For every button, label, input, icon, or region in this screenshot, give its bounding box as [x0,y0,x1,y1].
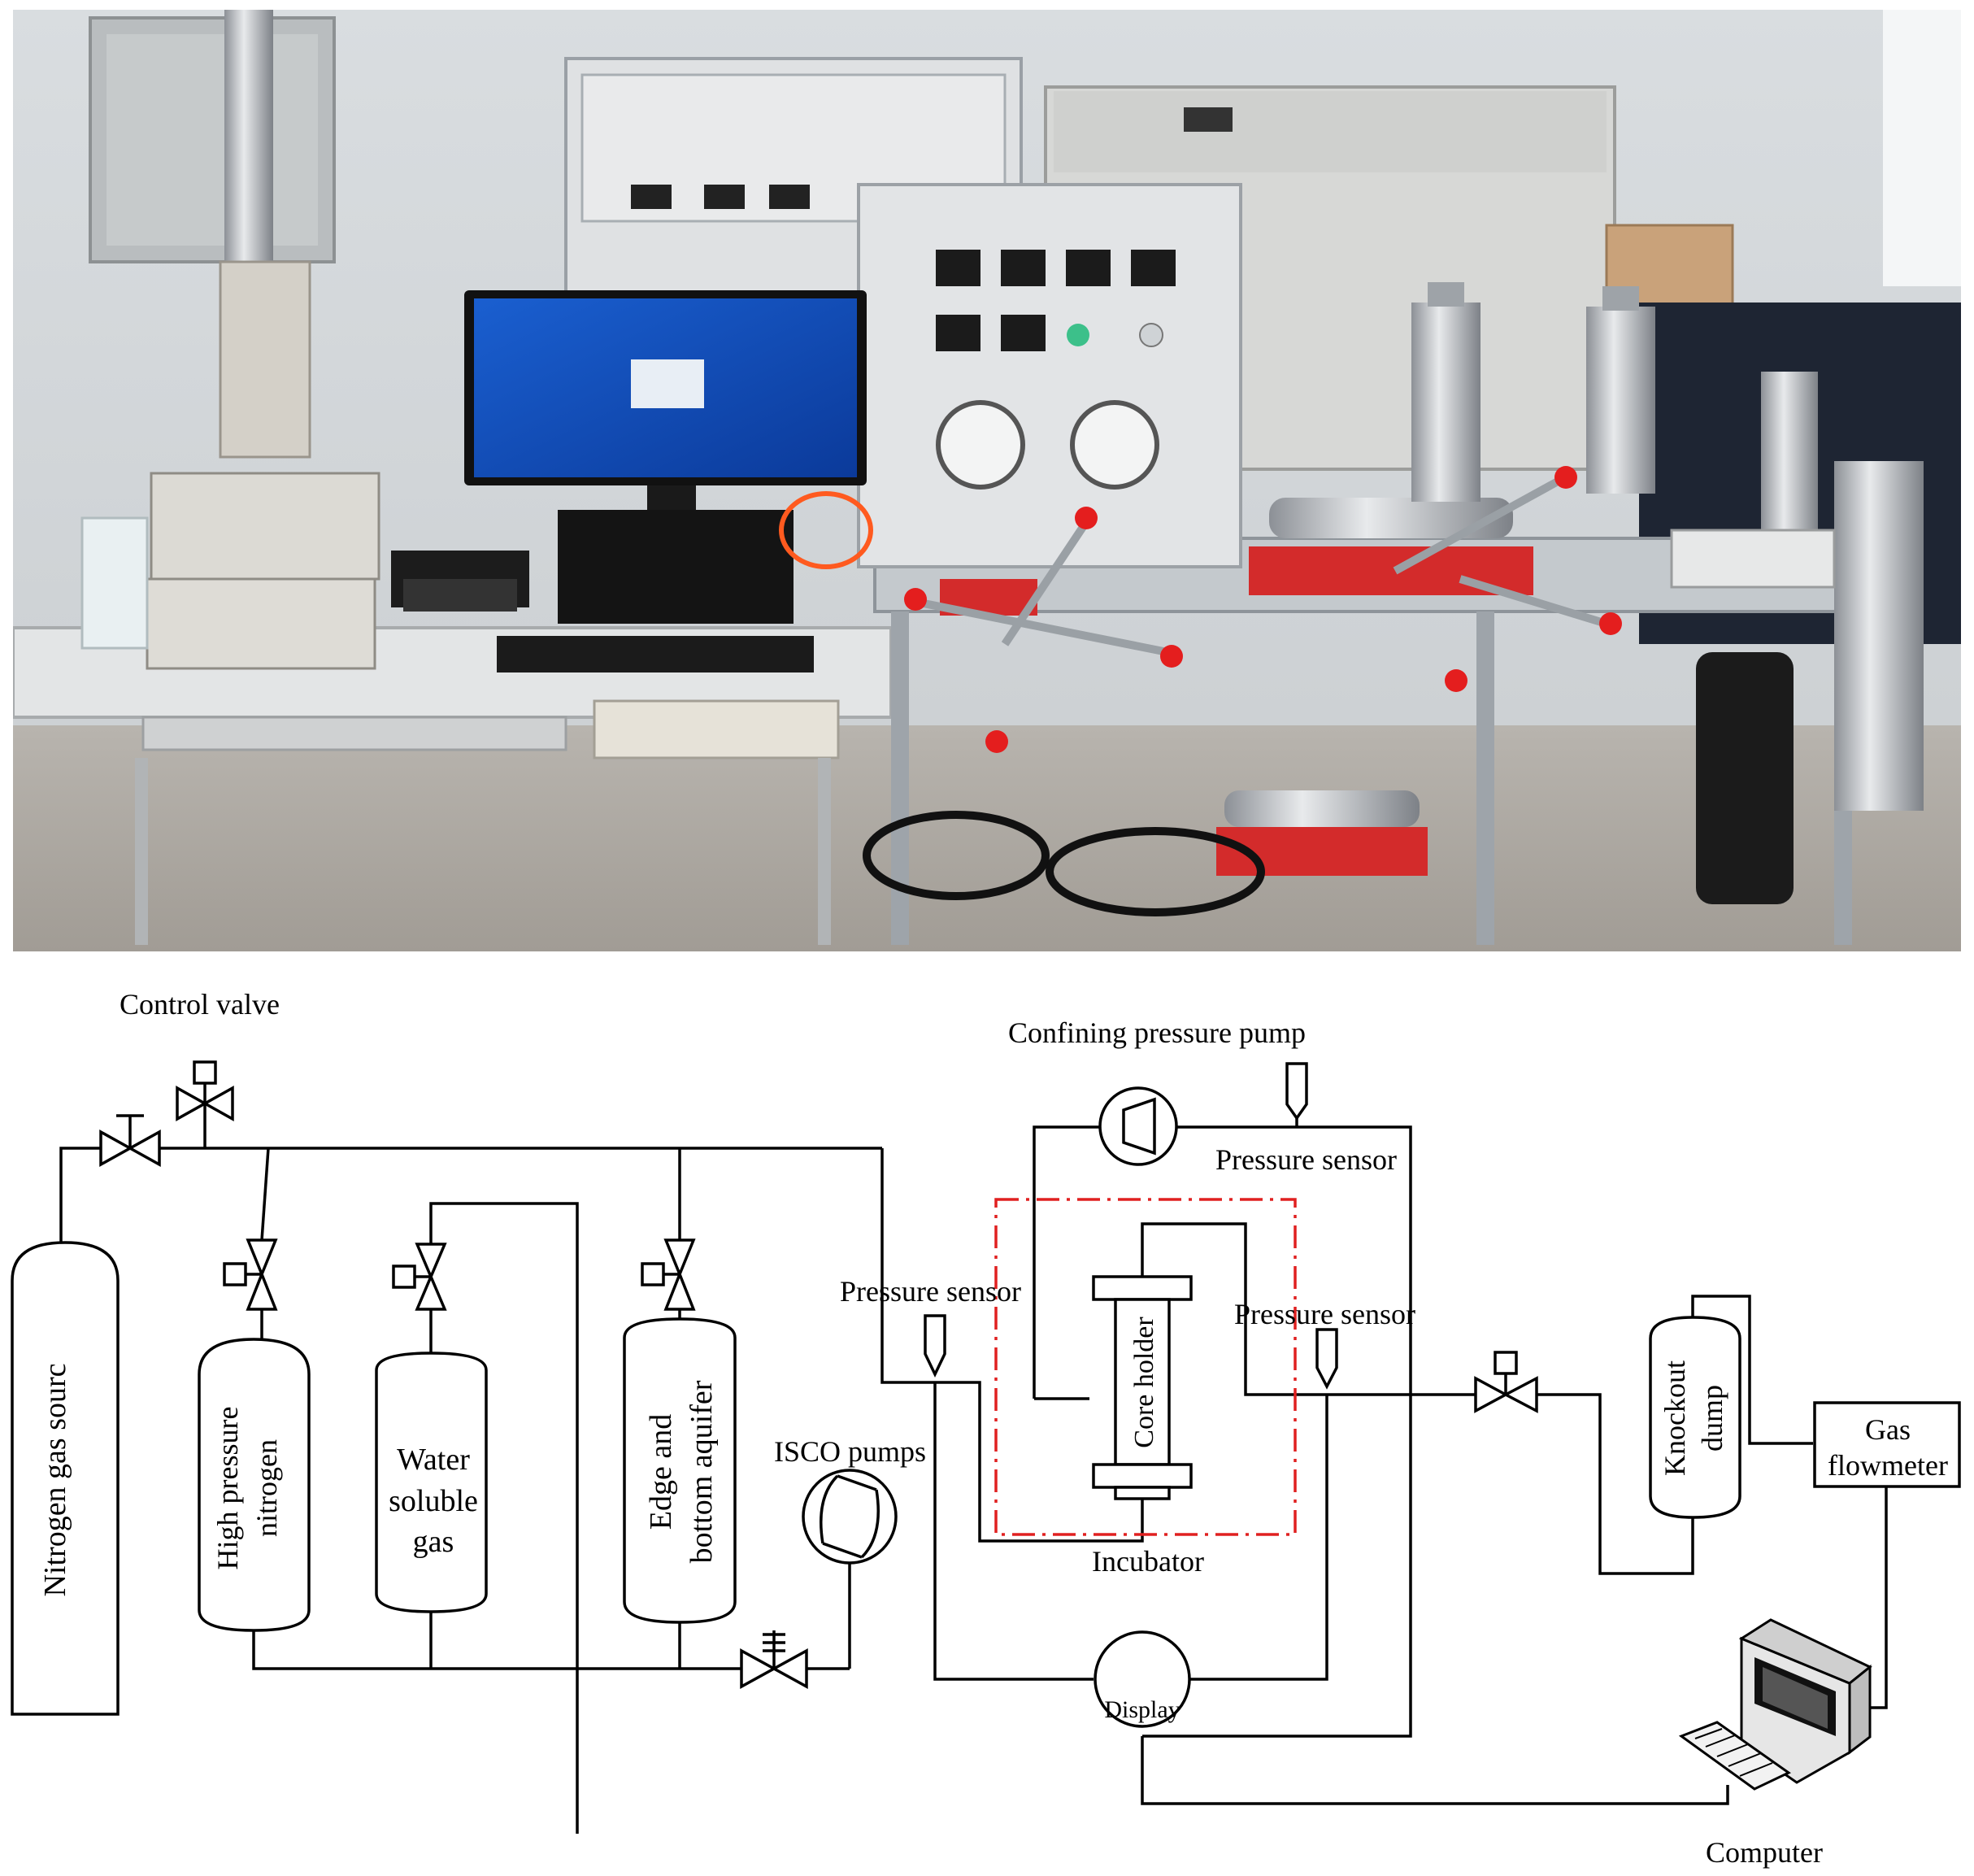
pressure-sensor-icon-right [1315,1328,1338,1390]
pressure-gauge-left [936,400,1025,490]
water-soluble-label-1: Water [397,1443,470,1477]
pressure-sensor-icon-top [1285,1062,1308,1127]
nitrogen-source-label: Nitrogen gas sourc [38,1363,72,1596]
water-soluble-gas-vessel [375,1352,488,1613]
computer-icon [1678,1618,1872,1791]
gas-flowmeter-box [1813,1401,1961,1488]
computer-label: Computer [1706,1836,1823,1869]
orange-tubing [779,491,873,569]
isco-pump-icon [802,1469,898,1587]
core-holder-label: Core holder [1129,1317,1159,1448]
knockout-label-1: Knockout [1659,1360,1691,1476]
column-apparatus [224,10,273,262]
experimental-setup-schematic: Control valve Confining pressure pump Pr… [11,988,1961,1869]
steel-cylinder-4 [1834,461,1924,811]
display-icon [1094,1630,1191,1728]
high-pressure-valve-icon [223,1238,278,1311]
water-soluble-label-3: gas [413,1525,454,1559]
steel-cylinder-1 [1411,303,1480,502]
water-gas-valve-icon [392,1243,447,1311]
steel-cylinder-2 [1586,307,1655,494]
pressure-sensor-top-label: Pressure sensor [1215,1143,1397,1176]
pressure-sensor-right-label: Pressure sensor [1234,1298,1415,1330]
gate-valve-icon [99,1114,161,1167]
outlet-valve-icon [1474,1351,1538,1413]
water-soluble-label-2: soluble [389,1484,478,1518]
knockout-label-2: dump [1696,1385,1728,1452]
aquifer-vessel [623,1317,737,1624]
aquifer-label-2: bottom aquifer [685,1380,719,1563]
controller-left [150,472,380,581]
high-pressure-label-1: High pressure [211,1407,244,1570]
aquifer-valve-icon [641,1238,696,1311]
black-column [1696,652,1794,904]
incubator-label: Incubator [1092,1545,1204,1578]
balance [1670,529,1836,589]
pressure-sensor-icon-left [924,1314,946,1378]
confining-pump-icon [1098,1086,1178,1166]
nitrogen-gas-source-cylinder [11,1241,120,1716]
confining-pump-label: Confining pressure pump [1008,1016,1306,1049]
incubator-box [994,1198,1297,1536]
control-valve-icon [176,1060,234,1121]
gas-flowmeter-label-1: Gas [1865,1413,1911,1446]
aquifer-label-1: Edge and [644,1414,678,1530]
lab-equipment-photo [13,10,1961,951]
pressure-sensor-left-label: Pressure sensor [840,1275,1021,1308]
knockout-dump-vessel [1649,1316,1741,1519]
high-pressure-label-2: nitrogen [250,1439,283,1537]
high-pressure-nitrogen-vessel [198,1338,311,1632]
control-valve-label: Control valve [120,988,280,1021]
pipe-network [59,1103,1888,1834]
isco-valve-icon [740,1630,808,1689]
control-cabinet [857,183,1242,568]
window [1883,10,1961,286]
core-holder [1092,1275,1193,1500]
isco-pumps-label: ISCO pumps [774,1435,926,1468]
beaker [80,516,149,650]
gas-flowmeter-label-2: flowmeter [1828,1449,1948,1482]
pressure-gauge-right [1070,400,1159,490]
steel-cylinder-3 [1761,372,1818,534]
pc-tower [558,510,794,624]
display-label: Display [1104,1696,1180,1723]
